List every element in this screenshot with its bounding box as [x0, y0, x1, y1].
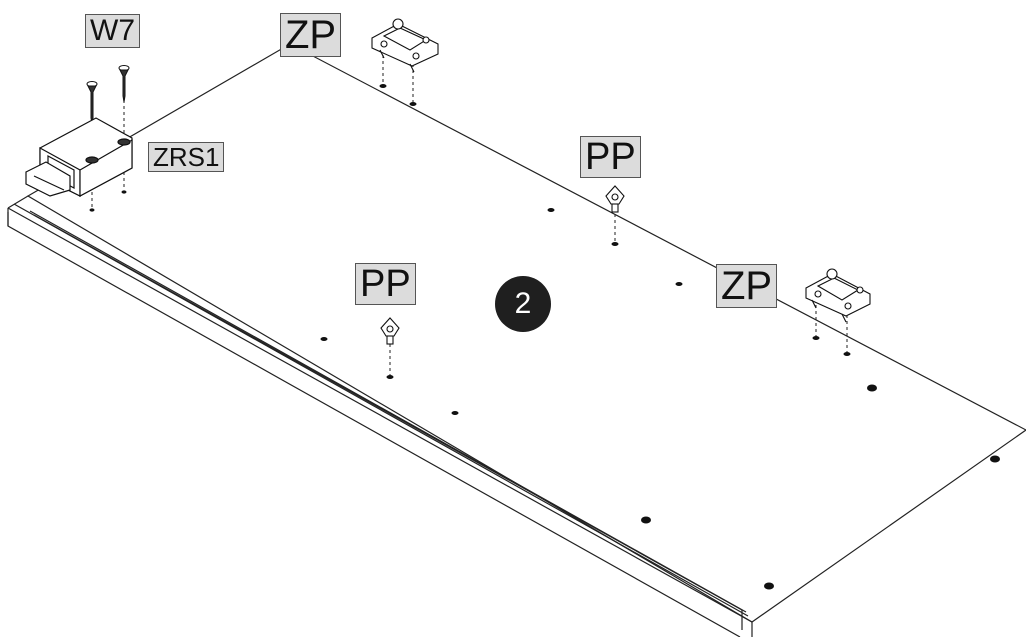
- step-number-badge: 2: [495, 276, 551, 332]
- hinge-plate-icon: [371, 18, 439, 73]
- drawer-catch-icon: [25, 117, 133, 198]
- hole: [547, 208, 555, 212]
- hole: [867, 384, 877, 392]
- label-zrs1: ZRS1: [148, 142, 225, 172]
- hole: [320, 337, 328, 341]
- label-zp-right: ZP: [716, 264, 778, 308]
- label-zp-top: ZP: [280, 13, 342, 57]
- hole: [812, 336, 820, 340]
- hole: [386, 375, 394, 379]
- hole: [121, 190, 127, 194]
- hole: [675, 282, 683, 286]
- hole: [641, 516, 651, 524]
- hinge-plate-icon: [805, 268, 871, 323]
- hole: [451, 411, 459, 415]
- holes: [89, 84, 1000, 590]
- hole: [990, 455, 1000, 463]
- hole: [379, 84, 387, 88]
- panel: [7, 43, 1026, 637]
- shelf-pin-icon: [605, 185, 625, 213]
- hole: [764, 582, 774, 590]
- label-pp-top: PP: [580, 136, 641, 178]
- shelf-pin-icon: [380, 317, 400, 345]
- hole: [409, 102, 417, 106]
- hole: [611, 242, 619, 246]
- label-pp-mid: PP: [355, 263, 416, 305]
- label-w7: W7: [85, 14, 140, 48]
- hole: [89, 208, 95, 212]
- screw-icon: [86, 65, 130, 125]
- hole: [843, 352, 851, 356]
